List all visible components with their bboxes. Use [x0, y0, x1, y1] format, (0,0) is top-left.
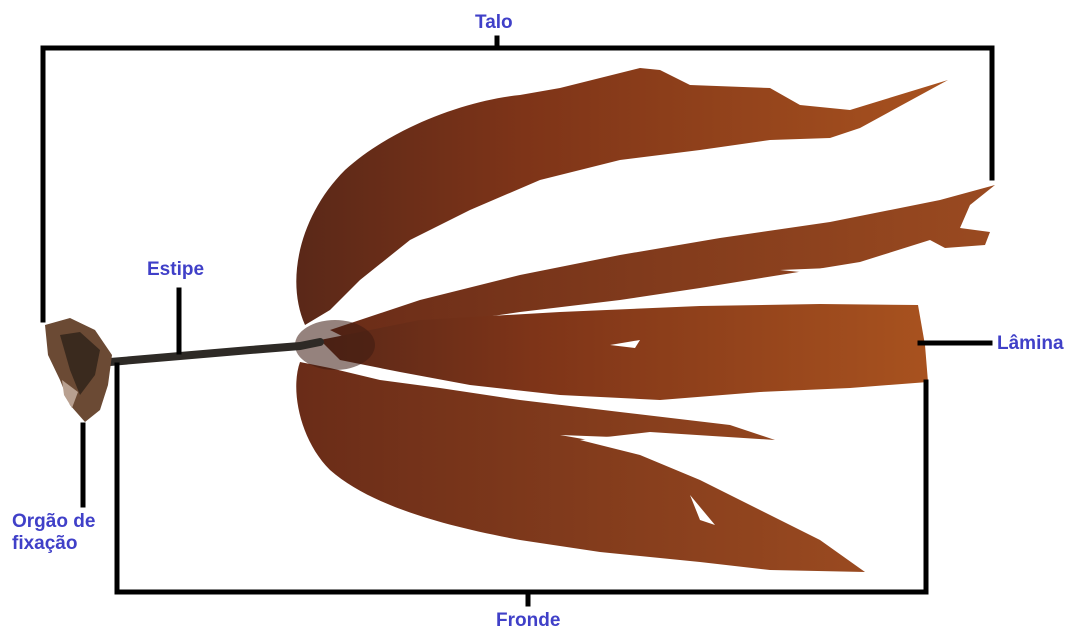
lamina-label: Lâmina: [997, 333, 1064, 355]
orgao-de-fixacao-label: Orgão de fixação: [12, 511, 95, 555]
stipe: [110, 342, 320, 362]
orgao-label-line1: Orgão de: [12, 511, 95, 533]
holdfast: [45, 318, 112, 422]
seaweed-illustration: [45, 68, 995, 572]
orgao-label-line2: fixação: [12, 533, 95, 555]
talo-label: Talo: [475, 12, 513, 34]
estipe-label: Estipe: [147, 259, 204, 281]
